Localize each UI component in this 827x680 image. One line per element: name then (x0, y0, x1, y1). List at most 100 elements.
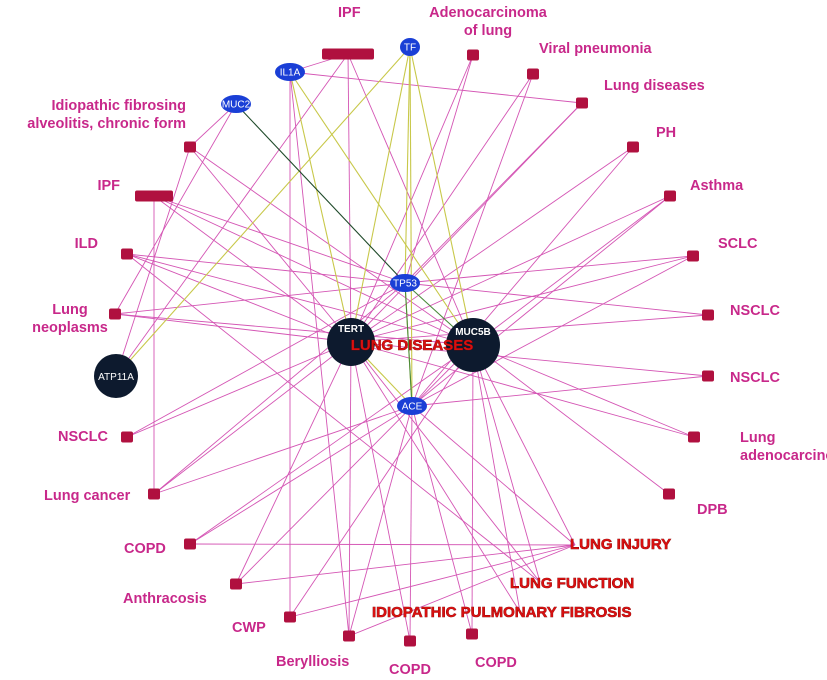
disease-label-nsclc2: NSCLC (730, 370, 780, 386)
disease-label-line: neoplasms (32, 320, 108, 336)
disease-node-dpb[interactable] (663, 488, 675, 500)
disease-label-line: Lung diseases (604, 78, 705, 94)
group-label-ipf_group: IDIOPATHIC PULMONARY FIBROSIS (372, 604, 631, 621)
disease-label-viral: Viral pneumonia (539, 41, 652, 57)
disease-node-idio_fib[interactable] (184, 141, 196, 153)
disease-label-line: COPD (475, 655, 517, 671)
disease-label-nsclc1: NSCLC (730, 303, 780, 319)
edge-TERT-ipf_group (350, 341, 521, 613)
edge-ACE-copd_r (411, 405, 473, 635)
disease-label-line: Lung (740, 430, 775, 446)
disease-label-line: COPD (389, 662, 431, 678)
edge-TP53-nsclc1 (404, 282, 709, 316)
disease-label-lung_dis: Lung diseases (604, 78, 705, 94)
disease-label-line: NSCLC (58, 429, 108, 445)
gene-label-IL1A: IL1A (280, 68, 301, 79)
disease-label-line: alveolitis, chronic form (27, 116, 186, 132)
disease-node-copd_m[interactable] (404, 635, 416, 647)
edge-TERT-ipf_top (347, 53, 352, 343)
edge-ACE-lung_injury (411, 405, 576, 546)
disease-label-line: Anthracosis (123, 591, 207, 607)
disease-label-anthra: Anthracosis (123, 591, 207, 607)
disease-node-ipf_top[interactable] (322, 48, 374, 60)
gene-label-MUC2: MUC2 (222, 100, 251, 111)
disease-label-copd_l: COPD (124, 541, 166, 557)
disease-node-sclc[interactable] (687, 250, 699, 262)
edge-ATP11A-idio_fib (115, 146, 191, 377)
disease-node-nsclc_l[interactable] (121, 431, 133, 443)
edge-ACE-sclc (411, 255, 694, 407)
edge-TP53-sclc (404, 255, 694, 284)
disease-label-ipf_l: IPF (97, 178, 120, 194)
gene-node-TF[interactable] (400, 38, 420, 56)
edge-cwp-lung_injury (289, 544, 576, 618)
disease-label-lung_adeno: Lungadenocarcinoma (740, 430, 827, 464)
disease-node-copd_l[interactable] (184, 538, 196, 550)
disease-node-lung_neo[interactable] (109, 308, 121, 320)
edge-TERT-idio_fib (189, 146, 352, 343)
disease-node-lung_adeno[interactable] (688, 431, 700, 443)
edge-TP53-lung_neo (114, 282, 406, 315)
edge-anthra-lung_injury (235, 544, 576, 585)
disease-node-viral[interactable] (527, 68, 539, 80)
edge-TERT-lung_function (350, 341, 541, 583)
disease-node-nsclc2[interactable] (702, 370, 714, 382)
edge-TERT-nsclc1 (350, 314, 709, 343)
disease-label-line: SCLC (718, 236, 758, 252)
gene-node-ATP11A[interactable] (94, 354, 138, 398)
disease-node-anthra[interactable] (230, 578, 242, 590)
disease-label-copd_m: COPD (389, 662, 431, 678)
edge-layer (114, 46, 709, 642)
disease-label-line: Berylliosis (276, 654, 349, 670)
edge-ACE-lung_cancer (153, 405, 413, 495)
edge-MUC5B-ipf_l (153, 195, 474, 346)
disease-label-line: NSCLC (730, 370, 780, 386)
disease-label-line: Asthma (690, 178, 744, 194)
disease-label-copd_r: COPD (475, 655, 517, 671)
gene-node-TP53[interactable] (390, 274, 420, 292)
edge-TERT-adeno_lung (350, 54, 474, 343)
edge-TERT-viral (350, 73, 534, 343)
disease-node-copd_r[interactable] (466, 628, 478, 640)
disease-node-cwp[interactable] (284, 611, 296, 623)
edge-ild-lung_function (126, 253, 541, 583)
edge-TP53-nsclc_l (126, 282, 406, 438)
disease-label-nsclc_l: NSCLC (58, 429, 108, 445)
edge-MUC5B-ild (126, 253, 474, 346)
edge-ATP11A-ipf_top (115, 53, 349, 377)
edge-TF-TP53 (404, 46, 411, 284)
disease-node-beryl[interactable] (343, 630, 355, 642)
group-label-lung_function: LUNG FUNCTION (510, 575, 634, 592)
disease-label-line: Lung cancer (44, 488, 131, 504)
disease-node-nsclc1[interactable] (702, 309, 714, 321)
edge-IL1A-TERT (289, 71, 352, 343)
disease-node-ph[interactable] (627, 141, 639, 153)
disease-label-line: Lung (52, 302, 87, 318)
edge-MUC5B-dpb (472, 344, 670, 495)
hub-node-TERT[interactable] (327, 318, 375, 366)
disease-label-line: PH (656, 125, 676, 141)
hub-node-MUC5B[interactable] (446, 318, 500, 372)
gene-node-MUC2[interactable] (221, 95, 251, 113)
edge-IL1A-MUC5B (289, 71, 474, 346)
edge-TF-MUC5B (409, 46, 474, 346)
disease-node-lung_dis[interactable] (576, 97, 588, 109)
edge-ACE-viral (411, 73, 534, 407)
edge-MUC5B-asthma (472, 195, 671, 346)
hub-label-MUC5B: MUC5B (455, 327, 491, 338)
edge-TP53-lung_dis (404, 102, 583, 284)
gene-node-IL1A[interactable] (275, 63, 305, 81)
edge-MUC5B-anthra (235, 344, 474, 585)
gene-node-ACE[interactable] (397, 397, 427, 415)
disease-label-ild: ILD (75, 236, 98, 252)
disease-node-ild[interactable] (121, 248, 133, 260)
disease-node-lung_cancer[interactable] (148, 488, 160, 500)
disease-label-sclc: SCLC (718, 236, 758, 252)
disease-node-asthma[interactable] (664, 190, 676, 202)
edge-TERT-asthma (350, 195, 671, 343)
disease-node-adeno_lung[interactable] (467, 49, 479, 61)
disease-node-ipf_l[interactable] (135, 190, 173, 202)
edge-TP53-ild (126, 253, 406, 284)
